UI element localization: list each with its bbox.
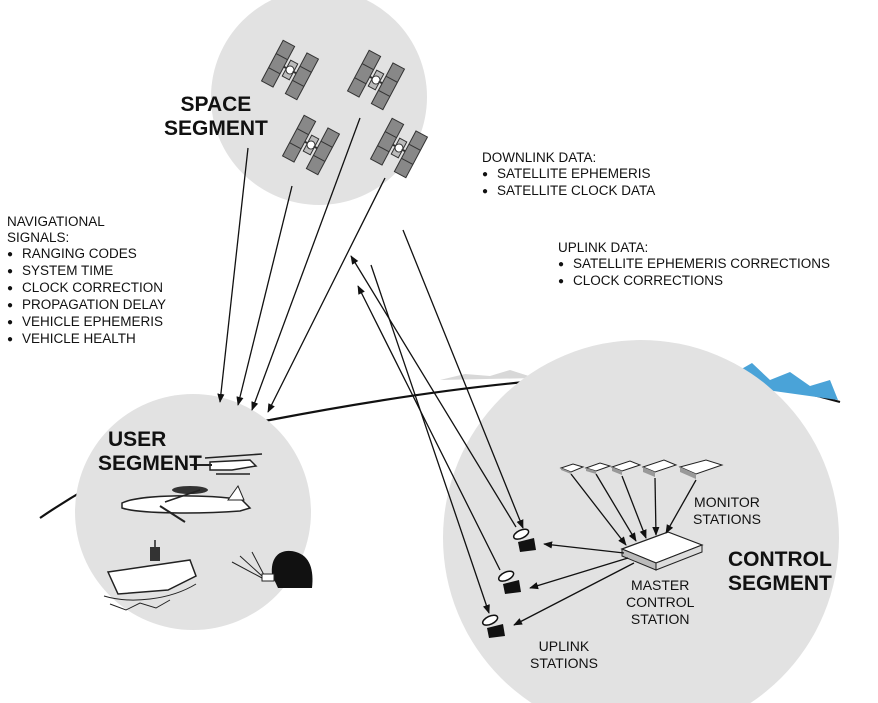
monitor-station-icon	[641, 459, 678, 477]
list-item: CLOCK CORRECTIONS	[558, 273, 830, 290]
downlink-data-list: DOWNLINK DATA: SATELLITE EPHEMERIS SATEL…	[482, 150, 655, 200]
monitor-stations-label: MONITOR STATIONS	[693, 494, 761, 527]
uplink-dish-icon	[481, 614, 505, 638]
list-item: SATELLITE EPHEMERIS CORRECTIONS	[558, 256, 830, 273]
list-item: SATELLITE EPHEMERIS	[482, 166, 655, 183]
ship-icon	[103, 540, 197, 611]
uplink-data-list: UPLINK DATA: SATELLITE EPHEMERIS CORRECT…	[558, 240, 830, 290]
control-segment-circle	[443, 340, 839, 703]
list-item: SATELLITE CLOCK DATA	[482, 183, 655, 200]
monitor-station-icon	[610, 460, 642, 475]
list-item: RANGING CODES	[7, 246, 166, 263]
list-item: CLOCK CORRECTION	[7, 280, 166, 297]
helicopter-icon	[190, 453, 263, 475]
space-segment-title: SPACE SEGMENT	[164, 93, 268, 140]
aircraft-icon	[121, 484, 252, 523]
master-control-station-icon	[620, 531, 704, 571]
hills-left	[440, 370, 535, 380]
list-item: PROPAGATION DELAY	[7, 297, 166, 314]
soldier-icon	[231, 550, 313, 588]
monitor-station-icon	[678, 459, 724, 479]
list-item: VEHICLE EPHEMERIS	[7, 314, 166, 331]
uplink-dish-icon	[512, 528, 536, 552]
list-item: SYSTEM TIME	[7, 263, 166, 280]
monitor-station-icon	[584, 462, 612, 474]
user-segment-title: USER SEGMENT	[98, 428, 202, 475]
master-control-station-label: MASTER CONTROL STATION	[626, 577, 695, 627]
list-item: VEHICLE HEALTH	[7, 331, 166, 348]
control-segment-title: CONTROL SEGMENT	[728, 548, 832, 595]
navigational-signals-list: NAVIGATIONAL SIGNALS: RANGING CODES SYST…	[7, 214, 166, 348]
monitor-station-icon	[559, 463, 585, 474]
uplink-dish-icon	[497, 570, 521, 594]
uplink-stations-label: UPLINK STATIONS	[530, 638, 598, 671]
